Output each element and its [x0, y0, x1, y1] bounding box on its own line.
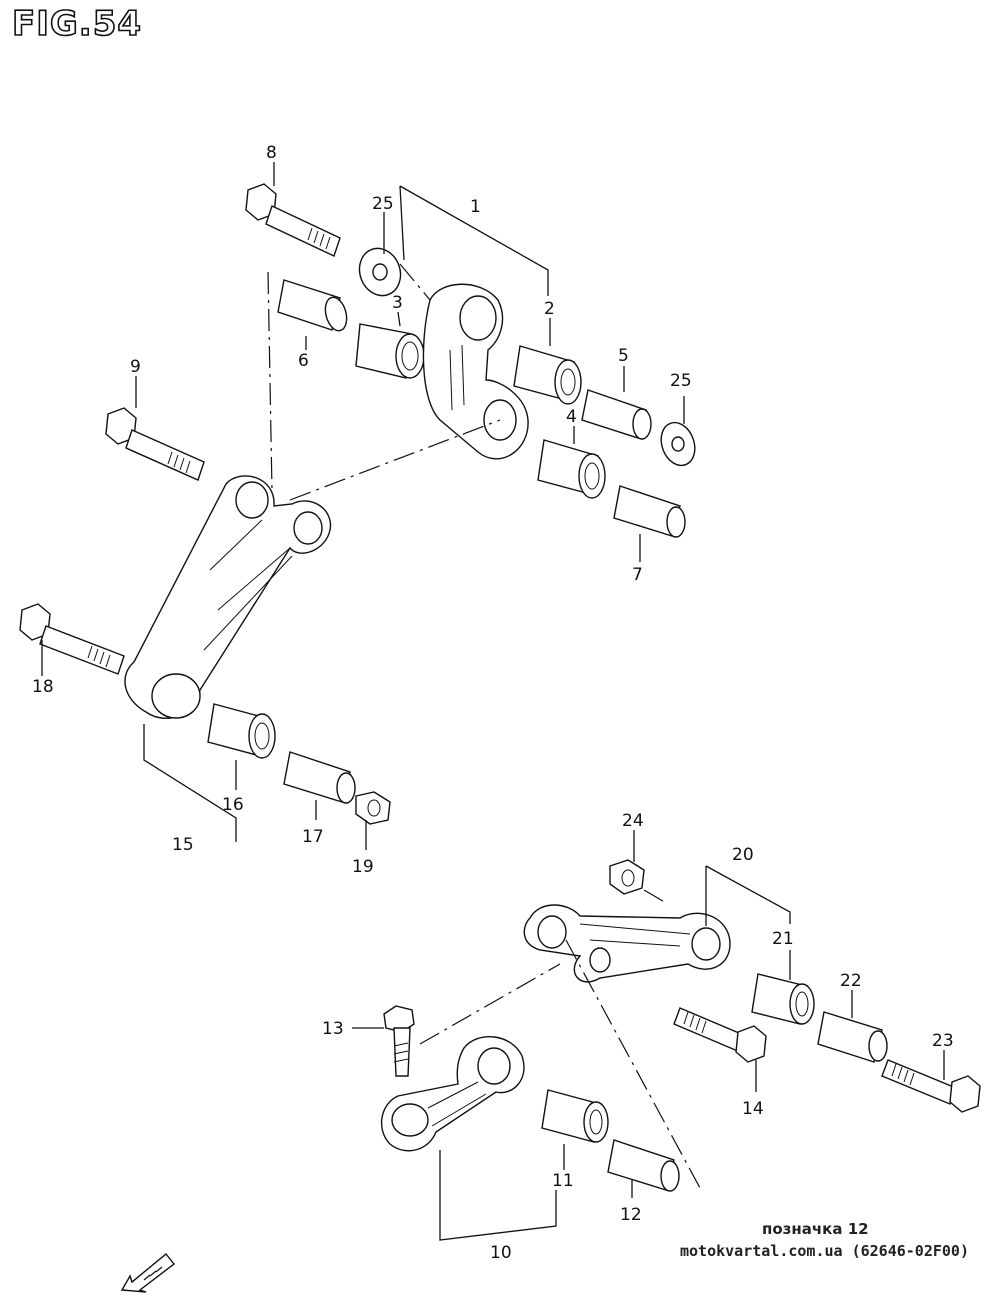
callout-4: 4	[566, 407, 577, 427]
footer-mark: позначка 12	[762, 1220, 869, 1238]
spacer-12	[607, 1139, 680, 1192]
bolt-23	[881, 1059, 981, 1113]
bolt-9	[105, 407, 205, 481]
centerline-lower-b	[565, 939, 701, 1189]
connecting-rod-15	[124, 475, 332, 720]
callout-18: 18	[32, 677, 54, 697]
figure-title: FIG.54	[11, 3, 143, 45]
bearing-2	[513, 345, 582, 405]
callout-12: 12	[620, 1205, 642, 1225]
callout-23: 23	[932, 1031, 954, 1051]
callout-14: 14	[742, 1099, 764, 1119]
washer-25-a	[358, 247, 402, 297]
callout-16: 16	[222, 795, 244, 815]
callout-22: 22	[840, 971, 862, 991]
washer-25-b	[660, 421, 696, 467]
fwd-arrow-icon	[120, 1253, 175, 1293]
callout-25-b: 25	[670, 371, 692, 391]
spacer-5	[581, 389, 652, 440]
spacer-7	[613, 485, 686, 538]
footer-source: motokvartal.com.ua (62646-02F00)	[680, 1242, 969, 1260]
nut-24	[609, 859, 645, 895]
rocker-arm-1	[422, 283, 529, 460]
centerline-upper-c	[399, 263, 431, 301]
callout-9: 9	[130, 357, 141, 377]
bearing-11	[541, 1089, 609, 1143]
callout-25-a: 25	[372, 194, 394, 214]
callout-19: 19	[352, 857, 374, 877]
callout-11: 11	[552, 1171, 574, 1191]
callout-21: 21	[772, 929, 794, 949]
spacer-6	[277, 279, 348, 332]
bearing-4	[537, 439, 606, 499]
bearing-16	[207, 703, 276, 759]
link-20	[523, 904, 731, 983]
nut-19	[355, 791, 391, 825]
centerline-lower-c	[643, 889, 669, 905]
callout-2: 2	[544, 299, 555, 319]
spacer-17	[283, 751, 356, 804]
arm-10	[380, 1036, 525, 1152]
callout-3: 3	[392, 293, 403, 313]
spacer-22	[817, 1011, 888, 1063]
callout-24: 24	[622, 811, 644, 831]
bolt-14	[673, 1007, 767, 1063]
centerline-upper-b	[289, 419, 501, 501]
callout-7: 7	[632, 565, 643, 585]
centerline-upper-a	[267, 271, 273, 491]
bolt-13	[383, 1005, 415, 1077]
callout-5: 5	[618, 346, 629, 366]
callout-17: 17	[302, 827, 324, 847]
callout-20: 20	[732, 845, 754, 865]
callout-10: 10	[490, 1243, 512, 1263]
callout-6: 6	[298, 351, 309, 371]
bearing-21	[751, 973, 815, 1025]
callout-13: 13	[322, 1019, 344, 1039]
callout-8: 8	[266, 143, 277, 163]
callout-15: 15	[172, 835, 194, 855]
callout-1: 1	[470, 197, 481, 217]
centerline-lower-a	[419, 963, 561, 1045]
bolt-18	[19, 603, 125, 675]
bearing-3	[355, 323, 425, 379]
bolt-8	[245, 183, 341, 257]
